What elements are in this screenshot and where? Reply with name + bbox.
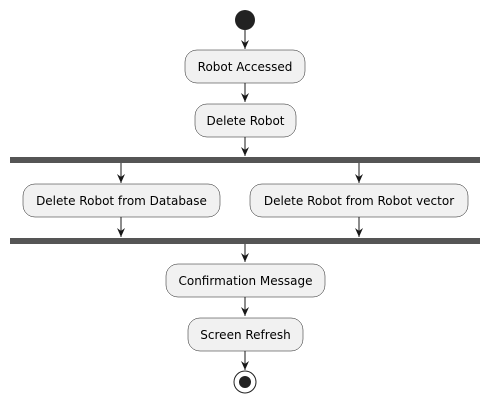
start-node — [235, 10, 255, 30]
activity-screen-refresh: Screen Refresh — [187, 317, 304, 352]
flow-arrows — [117, 30, 363, 370]
activity-delete-from-vector: Delete Robot from Robot vector — [249, 183, 469, 218]
activity-label: Robot Accessed — [198, 60, 293, 74]
activity-delete-robot: Delete Robot — [194, 103, 297, 138]
activity-label: Confirmation Message — [178, 274, 312, 288]
activity-delete-from-database: Delete Robot from Database — [22, 183, 221, 218]
activity-label: Delete Robot from Database — [36, 194, 207, 208]
activity-label: Delete Robot — [206, 114, 284, 128]
join-bar — [10, 238, 480, 244]
fork-bar — [10, 157, 480, 163]
activity-robot-accessed: Robot Accessed — [184, 49, 306, 84]
activity-label: Delete Robot from Robot vector — [264, 194, 454, 208]
activity-confirmation-message: Confirmation Message — [165, 263, 326, 298]
activity-label: Screen Refresh — [200, 328, 290, 342]
end-node — [233, 370, 257, 394]
